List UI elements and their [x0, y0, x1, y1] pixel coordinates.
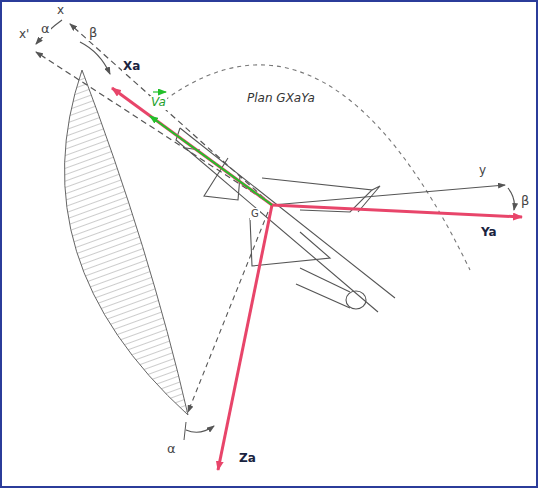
axis-label: x	[56, 4, 65, 18]
plane-label: Plan GXaYa	[246, 92, 316, 106]
origin-label: G	[250, 208, 260, 220]
axis-label: Za	[238, 452, 257, 466]
axis-label: y	[478, 164, 487, 178]
angle-label: β	[520, 194, 530, 209]
axis-label: Ya	[480, 226, 498, 240]
axis-label: Xa	[122, 60, 141, 74]
axis-label: x'	[18, 28, 30, 42]
angle-label: β	[88, 26, 98, 41]
vector-label: Va	[150, 96, 167, 110]
angle-label: α	[40, 22, 51, 37]
angle-label: α	[166, 442, 177, 457]
